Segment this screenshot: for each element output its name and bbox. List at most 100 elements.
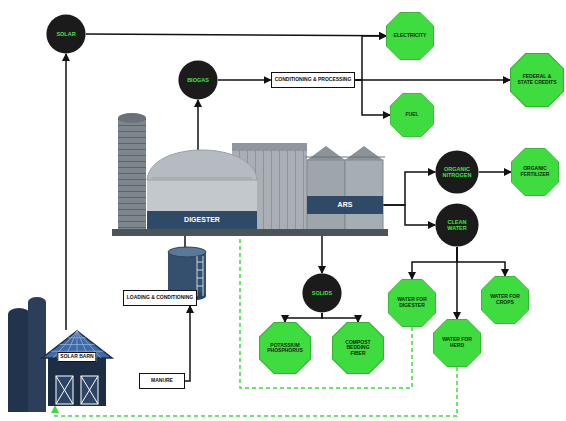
- barn-drawing: [48, 356, 106, 406]
- ars-tanks: [307, 146, 345, 160]
- barn-drawing: [56, 376, 73, 404]
- farm-silos: [8, 308, 30, 320]
- process-box: LOADING & CONDITIONING: [123, 290, 197, 306]
- storage-tanks: [232, 143, 307, 151]
- node-text: ARS: [338, 201, 353, 209]
- node-text: ELECTRICITY: [394, 33, 427, 39]
- circle-shape: [46, 14, 85, 53]
- ars-tanks: [345, 146, 383, 160]
- barn-drawing: [56, 376, 73, 404]
- tank-base: [112, 229, 388, 236]
- node-text: ORGANIC NITROGEN: [441, 166, 474, 178]
- node-label: SOLAR: [56, 31, 75, 37]
- node-text: WATER FOR CROPS: [487, 294, 523, 305]
- digester-tank: [152, 178, 252, 179]
- node-label: WATER FOR CROPS: [487, 294, 523, 305]
- node-text: COMPOST BEDDING FIBER: [339, 340, 377, 357]
- flow-arrow: [65, 54, 67, 330]
- octagon-shape: [511, 148, 558, 195]
- node-text: POTASSIUM PHOSPHORUS: [266, 343, 304, 354]
- barn-drawing: [42, 330, 112, 406]
- water-return-line: [240, 229, 412, 388]
- flow-arrow: [322, 313, 358, 322]
- product-circle: SOLIDS: [302, 273, 342, 313]
- node-text: FUEL: [405, 112, 418, 118]
- node-label: WATER FOR DIGESTER: [394, 297, 430, 308]
- source-circle: SOLAR: [46, 14, 86, 54]
- process-box: MANURE: [139, 373, 185, 389]
- node-label: BIOGAS: [187, 77, 209, 83]
- tank-base: [112, 229, 388, 236]
- node-label: FEDERAL & STATE CREDITS: [517, 74, 557, 85]
- loading-tank: [197, 270, 203, 271]
- node-text: FEDERAL & STATE CREDITS: [517, 74, 557, 85]
- node-label: SOLAR BARN: [60, 354, 93, 360]
- node-text: LOADING & CONDITIONING: [127, 295, 193, 301]
- ars-tanks: [345, 160, 383, 230]
- flow-arrow: [218, 79, 271, 81]
- process-box: CONDITIONING & PROCESSING: [271, 72, 356, 88]
- octagon-shape: [260, 323, 311, 374]
- node-text: SOLAR BARN: [57, 352, 96, 362]
- tall-silo: [118, 118, 146, 230]
- node-text: SOLAR: [56, 31, 75, 37]
- output-octagon: FUEL: [390, 93, 434, 137]
- output-octagon: WATER FOR DIGESTER: [388, 279, 436, 327]
- node-text: CLEAN WATER: [441, 219, 474, 231]
- barn-drawing: [81, 376, 98, 404]
- loading-tank: [197, 262, 203, 263]
- product-circle: CLEAN WATER: [435, 203, 479, 247]
- node-label: SOLIDS: [312, 290, 332, 296]
- node-label: DIGESTER: [184, 216, 220, 224]
- node-text: BIOGAS: [187, 77, 209, 83]
- node-label: CLEAN WATER: [441, 219, 474, 231]
- ars-tanks: [305, 157, 385, 158]
- output-octagon: ORGANIC FERTILIZER: [511, 148, 559, 196]
- flow-arrow: [285, 313, 322, 322]
- node-label: COMPOST BEDDING FIBER: [339, 340, 377, 357]
- octagon-shape: [511, 54, 564, 107]
- node-label: ELECTRICITY: [394, 33, 427, 39]
- node-label: WATER FOR HERD: [439, 337, 475, 348]
- flow-arrow: [355, 80, 390, 115]
- loading-tank: [168, 247, 206, 257]
- node-label: ORGANIC FERTILIZER: [517, 166, 553, 177]
- tall-silo: [118, 113, 146, 123]
- node-text: DIGESTER: [184, 216, 220, 224]
- octagon-shape: [333, 323, 384, 374]
- source-circle: BIOGAS: [178, 60, 218, 100]
- flow-arrow: [457, 247, 505, 276]
- octagon-shape: [390, 93, 433, 136]
- tank-band: DIGESTER: [147, 211, 257, 229]
- node-label: CONDITIONING & PROCESSING: [275, 77, 352, 83]
- flow-arrow: [383, 172, 435, 205]
- node-label: MANURE: [151, 378, 173, 384]
- loading-tank: [197, 286, 203, 287]
- flow-arrow: [86, 34, 386, 36]
- octagon-shape: [433, 319, 480, 366]
- node-text: WATER FOR DIGESTER: [394, 297, 430, 308]
- node-label: LOADING & CONDITIONING: [127, 295, 193, 301]
- barn-drawing: [81, 376, 98, 404]
- node-text: SOLIDS: [312, 290, 332, 296]
- barn-drawing: [81, 376, 98, 404]
- flow-arrow: [185, 306, 190, 381]
- octagon-shape: [388, 279, 435, 326]
- node-label: ORGANIC NITROGEN: [441, 166, 474, 178]
- tank-band: ARS: [307, 196, 383, 214]
- farm-silos: [8, 314, 30, 412]
- output-octagon: WATER FOR HERD: [433, 319, 481, 367]
- flow-arrow: [355, 36, 386, 80]
- output-octagon: WATER FOR CROPS: [481, 276, 529, 324]
- node-text: MANURE: [151, 378, 173, 384]
- water-return-line: [55, 367, 457, 416]
- output-octagon: POTASSIUM PHOSPHORUS: [259, 322, 311, 374]
- output-octagon: COMPOST BEDDING FIBER: [332, 322, 384, 374]
- node-text: CONDITIONING & PROCESSING: [275, 77, 352, 83]
- digester-tank: [147, 150, 257, 180]
- ars-tanks: [307, 160, 345, 230]
- output-octagon: ELECTRICITY: [386, 12, 434, 60]
- circle-shape: [435, 150, 478, 193]
- node-label: ARS: [338, 201, 353, 209]
- farm-silos: [28, 297, 46, 307]
